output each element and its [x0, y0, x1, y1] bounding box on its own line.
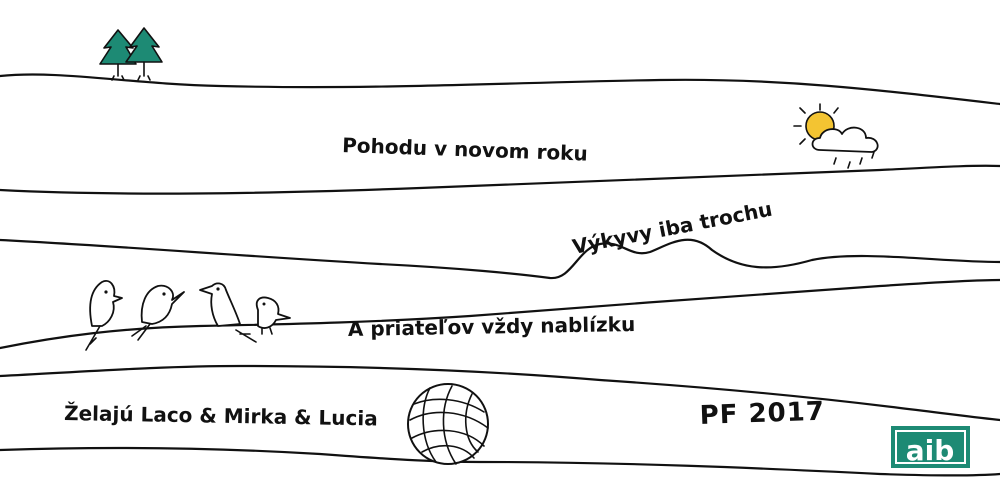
logo-text: aib — [906, 434, 955, 467]
wave-line-2 — [0, 164, 1000, 195]
bird-2 — [131, 284, 185, 341]
bird-4 — [255, 296, 291, 335]
signature-text: Želajú Laco & Mirka & Lucia — [64, 401, 378, 430]
wave-line-5 — [0, 364, 1000, 422]
trees-icon — [99, 27, 163, 81]
pf-year-text: PF 2017 — [699, 397, 825, 431]
sun-cloud-icon — [793, 103, 879, 169]
wave-line-6 — [0, 446, 1000, 477]
bird-1 — [85, 280, 123, 351]
wave-line-3 — [0, 238, 1000, 280]
aib-logo: aib — [891, 426, 970, 468]
birds-icon — [85, 280, 291, 351]
wave-line-4 — [0, 278, 1000, 350]
greeting-line-2: Výkyvy iba trochu — [570, 197, 774, 259]
greeting-line-1: Pohodu v novom roku — [342, 133, 588, 166]
greeting-line-3: A priateľov vždy nablízku — [348, 312, 636, 341]
bird-3 — [199, 282, 257, 343]
yarn-ball-icon — [407, 383, 489, 465]
